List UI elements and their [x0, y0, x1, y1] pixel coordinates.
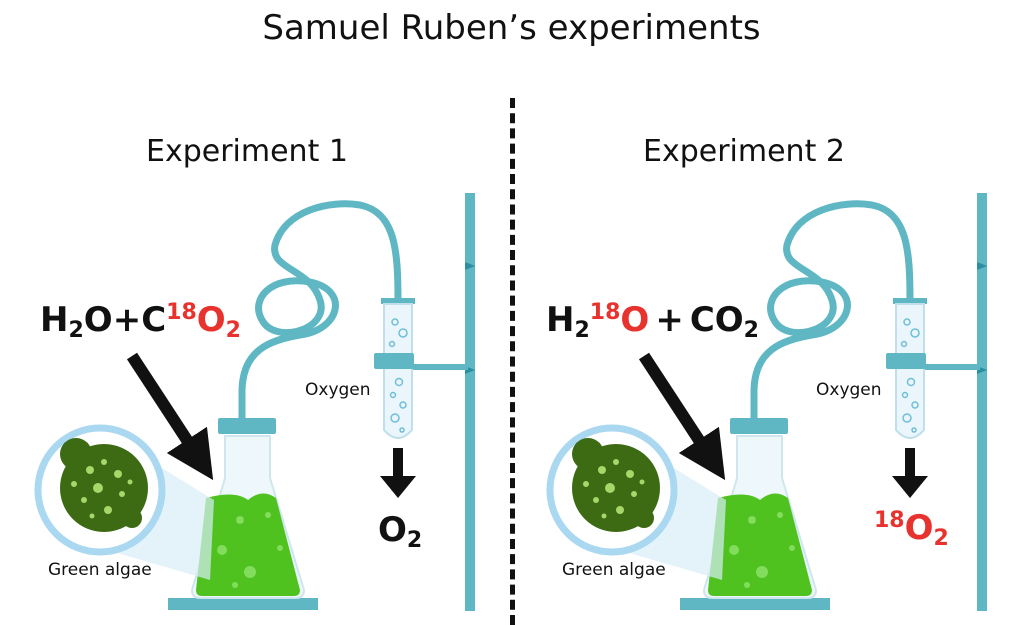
- down-arrow: [892, 476, 928, 498]
- flask-stopper: [730, 418, 788, 434]
- formula-isotope: 18: [166, 300, 197, 325]
- delivery-tube: [238, 200, 402, 420]
- formula-o2: O: [196, 300, 226, 340]
- down-arrow: [380, 476, 416, 498]
- algae-culture: [708, 493, 812, 596]
- experiment-2-oxygen-label: Oxygen: [816, 380, 882, 400]
- experiment-1-oxygen-label: Oxygen: [305, 380, 371, 400]
- input-arrow: [126, 352, 214, 481]
- formula-o: O: [620, 300, 650, 340]
- dashed-divider: [510, 98, 515, 625]
- formula-c: C: [141, 300, 167, 340]
- formula-plus: +: [655, 300, 684, 340]
- formula-co-subscript: 2: [743, 318, 759, 343]
- tube-clamp: [886, 353, 926, 369]
- experiment-2-apparatus: [546, 193, 987, 611]
- formula-o2-subscript: 2: [225, 318, 241, 343]
- stand-rod: [465, 193, 475, 611]
- clamp-arm: [410, 364, 468, 370]
- experiment-1-algae-label: Green algae: [48, 560, 152, 580]
- algae-culture: [196, 493, 300, 596]
- experiment-2-product: 18O2: [874, 508, 949, 551]
- formula-o: O: [83, 300, 113, 340]
- product-o: O: [378, 510, 407, 550]
- flask-base: [680, 598, 830, 610]
- flask-stopper: [218, 418, 276, 434]
- experiment-2-algae-label: Green algae: [562, 560, 666, 580]
- formula-plus: +: [112, 300, 142, 340]
- delivery-tube: [750, 200, 914, 420]
- formula-h: H: [546, 300, 575, 340]
- test-tube: [895, 303, 925, 439]
- input-arrow: [638, 352, 726, 481]
- formula-h: H: [40, 300, 69, 340]
- flask-base: [168, 598, 318, 610]
- experiment-1-formula: H2O+C18O2: [40, 300, 241, 343]
- formula-h-subscript: 2: [68, 318, 84, 343]
- tube-clamp: [374, 353, 414, 369]
- clamp-arm: [922, 364, 980, 370]
- experiment-2-formula: H218O+CO2: [546, 300, 759, 343]
- page-title: Samuel Ruben’s experiments: [262, 8, 761, 48]
- product-isotope: 18: [874, 508, 905, 533]
- product-subscript: 2: [406, 528, 423, 553]
- test-tube: [383, 303, 413, 439]
- experiment-2-title: Experiment 2: [643, 134, 845, 169]
- formula-h-subscript: 2: [574, 318, 590, 343]
- stand-rod: [977, 193, 987, 611]
- experiment-1-product: O2: [378, 510, 422, 553]
- formula-isotope: 18: [589, 300, 621, 325]
- product-subscript: 2: [933, 526, 949, 551]
- experiment-1-apparatus: [34, 193, 475, 611]
- experiment-1-title: Experiment 1: [146, 134, 348, 169]
- formula-co: CO: [689, 300, 744, 340]
- product-o: O: [904, 508, 934, 548]
